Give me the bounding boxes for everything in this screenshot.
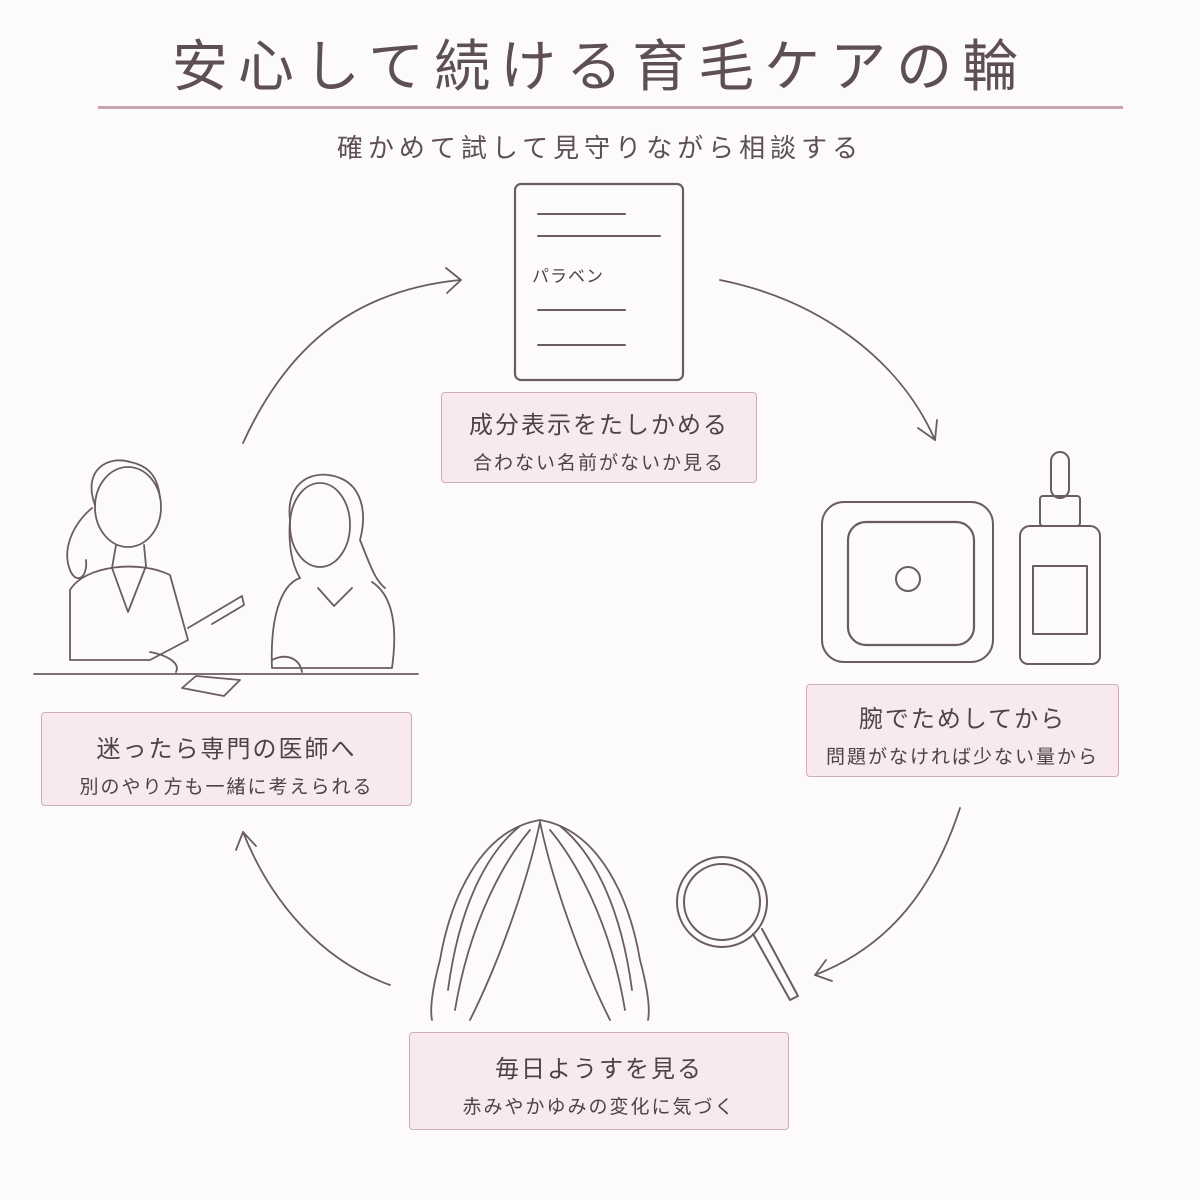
step-title: 腕でためしてから [858, 705, 1067, 733]
arrowhead-top-left [445, 267, 462, 294]
step-patch-test: 腕でためしてから 問題がなければ少ない量から [806, 684, 1119, 777]
step-consult-doctor: 迷ったら専門の医師へ 別のやり方も一緒に考えられる [41, 712, 412, 806]
consultation-illustration [33, 459, 419, 697]
document-label: パラベン [532, 267, 604, 287]
step-daily-observation: 毎日ようすを見る 赤みやかゆみの変化に気づく [409, 1032, 789, 1130]
arrowhead-bottom-right [814, 959, 833, 982]
patch-icon [821, 501, 994, 663]
arrowhead-top-right [917, 419, 938, 441]
arrow-consult-to-check [242, 279, 461, 444]
arrow-patch-to-observe [814, 807, 961, 976]
step-note: 問題がなければ少ない量から [825, 746, 1099, 768]
step-title: 毎日ようすを見る [495, 1055, 703, 1083]
title-divider [98, 106, 1123, 109]
dropper-bottle-icon [1019, 451, 1101, 665]
arrowhead-bottom-left [235, 831, 257, 851]
page-subtitle: 確かめて試して見守りながら相談する [336, 134, 864, 164]
document-icon [513, 182, 685, 382]
step-title: 成分表示をたしかめる [469, 411, 729, 439]
step-note: 別のやり方も一緒に考えられる [79, 776, 374, 798]
step-note: 赤みやかゆみの変化に気づく [462, 1096, 736, 1118]
arrow-observe-to-consult [242, 831, 391, 986]
hair-illustration [430, 819, 650, 1021]
cycle-arrows [235, 267, 961, 986]
arrow-check-to-patch [719, 279, 936, 441]
page-title: 安心して続ける育毛ケアの輪 [171, 35, 1029, 100]
step-note: 合わない名前がないか見る [472, 452, 725, 474]
magnifier-icon [676, 856, 799, 1001]
step-check-ingredients: 成分表示をたしかめる 合わない名前がないか見る [441, 392, 757, 483]
step-title: 迷ったら専門の医師へ [96, 735, 357, 763]
